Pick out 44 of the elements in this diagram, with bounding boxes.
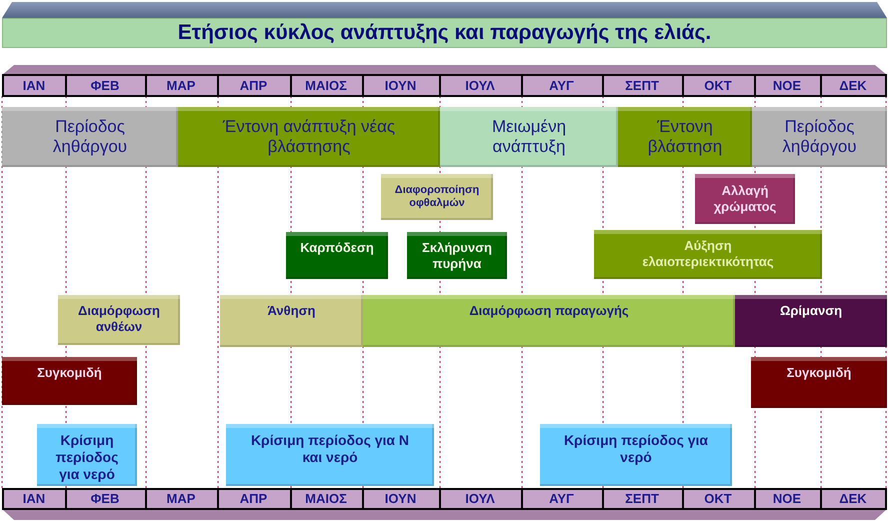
harvest-bar: Συγκομιδή xyxy=(751,357,887,408)
month-label: ΑΠΡ xyxy=(238,77,268,95)
harvest-bar: Συγκομιδή xyxy=(2,357,137,405)
month-label: ΝΟΕ xyxy=(772,490,802,508)
stage-bar: Διαμόρφωση παραγωγής xyxy=(363,295,735,347)
month-label: ΟΚΤ xyxy=(703,77,733,95)
month-label: ΜΑΙΟΣ xyxy=(304,490,348,508)
period-bar: Έντονη βλάστηση xyxy=(618,107,752,167)
stage-box: Διαφοροποίηση οφθαλμών xyxy=(381,174,493,220)
month-label: ΜΑΡ xyxy=(166,77,196,95)
month-label: ΔΕΚ xyxy=(838,490,868,508)
period-bar: Περίοδος ληθάργου xyxy=(752,107,887,167)
month-label: ΙΟΥΝ xyxy=(384,490,418,508)
stage-box: Σκλήρυνση πυρήνα xyxy=(407,232,507,279)
month-label: ΝΟΕ xyxy=(772,77,802,95)
month-label: ΦΕΒ xyxy=(90,77,120,95)
month-label: ΜΑΙΟΣ xyxy=(304,77,348,95)
month-label: ΑΥΓ xyxy=(548,490,575,508)
month-label: ΑΠΡ xyxy=(238,490,268,508)
stage-box: Αλλαγή χρώματος xyxy=(695,174,795,224)
month-label: ΙΟΥΝ xyxy=(384,77,418,95)
critical-period-box: Κρίσιμη περίοδος για Ν και νερό xyxy=(226,424,434,486)
month-label: ΟΚΤ xyxy=(703,490,733,508)
stage-box: Καρπόδεση xyxy=(286,232,388,279)
month-label: ΙΟΥΛ xyxy=(464,77,496,95)
month-label: ΙΟΥΛ xyxy=(464,490,496,508)
month-label: ΣΕΠΤ xyxy=(624,490,660,508)
month-label: ΜΑΡ xyxy=(166,490,196,508)
critical-period-box: Κρίσιμη περίοδος για νερό xyxy=(37,424,137,486)
month-label: ΦΕΒ xyxy=(90,490,120,508)
stage-bar: Άνθηση xyxy=(220,295,363,347)
month-label: ΑΥΓ xyxy=(548,77,575,95)
month-label: ΙΑΝ xyxy=(22,77,46,95)
stage-bar: Διαμόρφωση ανθέων xyxy=(58,295,180,345)
stage-bar: Ωρίμανση xyxy=(735,295,887,347)
period-bar: Περίοδος ληθάργου xyxy=(2,107,178,167)
month-label: ΙΑΝ xyxy=(22,490,46,508)
title: Ετήσιος κύκλος ανάπτυξης και παραγωγής της ελιάς. xyxy=(178,21,712,45)
period-bar: Μειωμένη ανάπτυξη xyxy=(440,107,618,167)
month-label: ΣΕΠΤ xyxy=(624,77,660,95)
period-bar: Έντονη ανάπτυξη νέας βλάστησης xyxy=(178,107,440,167)
stage-box: Αύξηση ελαιοπεριεκτικότητας xyxy=(594,230,822,279)
month-label: ΔΕΚ xyxy=(838,77,868,95)
critical-period-box: Κρίσιμη περίοδος για νερό xyxy=(540,424,732,486)
